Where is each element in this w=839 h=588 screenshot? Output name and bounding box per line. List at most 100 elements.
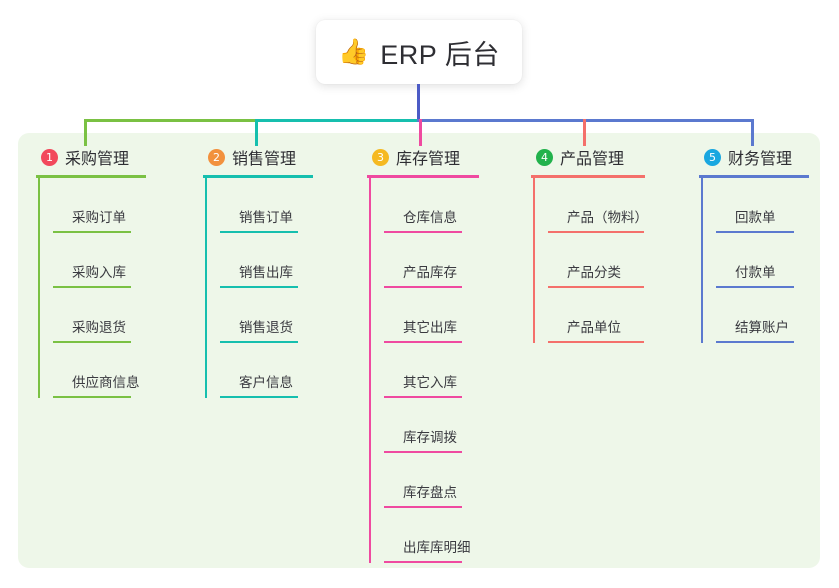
column-spine-1	[38, 178, 40, 398]
column-title-1: 采购管理	[65, 151, 130, 168]
list-item[interactable]: 库存调拨	[384, 398, 517, 453]
column-产品管理: 4 产品管理产品（物料） 产品分类产品单位	[531, 146, 691, 343]
list-item-rule	[384, 506, 462, 508]
column-badge-5: 5	[704, 148, 721, 166]
list-item-label: 库存调拨	[403, 430, 457, 445]
column-items-5: 回款单付款单结算账户	[699, 178, 839, 343]
list-item-rule	[220, 341, 298, 343]
column-items-1: 采购订单采购入库采购退货供应商信息	[36, 178, 186, 398]
root-stem-connector	[417, 84, 420, 122]
column-badge-1: 1	[41, 148, 58, 166]
drop-col-4	[583, 119, 586, 146]
column-spine-4	[533, 178, 535, 343]
segment-green	[84, 119, 257, 122]
list-item-label: 销售出库	[239, 265, 293, 280]
list-item-label: 客户信息	[239, 375, 293, 390]
column-header-rule-2	[203, 175, 313, 178]
list-item[interactable]: 其它出库	[384, 288, 517, 343]
list-item-rule	[384, 451, 462, 453]
column-badge-4: 4	[536, 148, 553, 166]
list-item-label: 付款单	[735, 265, 776, 280]
list-item[interactable]: 销售订单	[220, 178, 353, 233]
list-item[interactable]: 采购订单	[53, 178, 186, 233]
column-header-rule-5	[699, 175, 809, 178]
column-header-4[interactable]: 4 产品管理	[531, 146, 691, 168]
list-item-rule	[548, 231, 644, 233]
list-item-rule	[384, 561, 462, 563]
list-item-rule	[53, 341, 131, 343]
column-销售管理: 2 销售管理销售订单销售出库销售退货客户信息	[203, 146, 353, 398]
root-node-card[interactable]: 👍 ERP 后台	[316, 20, 522, 84]
list-item-label: 采购退货	[72, 320, 126, 335]
list-item-label: 销售订单	[239, 210, 293, 225]
list-item[interactable]: 供应商信息	[53, 343, 186, 398]
drop-col-3	[419, 119, 422, 146]
column-title-2: 销售管理	[232, 151, 297, 168]
column-title-4: 产品管理	[560, 151, 625, 168]
list-item[interactable]: 结算账户	[716, 288, 839, 343]
list-item-rule	[716, 341, 794, 343]
list-item-label: 其它出库	[403, 320, 457, 335]
list-item-rule	[548, 341, 644, 343]
list-item[interactable]: 采购退货	[53, 288, 186, 343]
column-header-rule-1	[36, 175, 146, 178]
column-items-2: 销售订单销售出库销售退货客户信息	[203, 178, 353, 398]
list-item[interactable]: 产品分类	[548, 233, 691, 288]
list-item[interactable]: 客户信息	[220, 343, 353, 398]
list-item[interactable]: 回款单	[716, 178, 839, 233]
drop-col-1	[84, 119, 87, 146]
list-item[interactable]: 其它入库	[384, 343, 517, 398]
list-item-label: 产品分类	[567, 265, 621, 280]
list-item-label: 供应商信息	[72, 375, 140, 390]
list-item[interactable]: 出库库明细	[384, 508, 517, 563]
list-item[interactable]: 产品（物料）	[548, 178, 691, 233]
list-item-rule	[384, 396, 462, 398]
list-item-rule	[220, 396, 298, 398]
list-item[interactable]: 库存盘点	[384, 453, 517, 508]
list-item[interactable]: 产品单位	[548, 288, 691, 343]
list-item-rule	[220, 231, 298, 233]
list-item-rule	[384, 286, 462, 288]
list-item-rule	[548, 286, 644, 288]
list-item-label: 其它入库	[403, 375, 457, 390]
column-title-3: 库存管理	[396, 151, 461, 168]
list-item-label: 库存盘点	[403, 485, 457, 500]
drop-col-2	[255, 119, 258, 146]
column-spine-2	[205, 178, 207, 398]
list-item-rule	[53, 286, 131, 288]
column-badge-2: 2	[208, 148, 225, 166]
list-item-label: 仓库信息	[403, 210, 457, 225]
column-header-1[interactable]: 1 采购管理	[36, 146, 186, 168]
list-item-rule	[716, 231, 794, 233]
drop-col-5	[751, 119, 754, 146]
list-item-label: 采购入库	[72, 265, 126, 280]
list-item-label: 采购订单	[72, 210, 126, 225]
segment-teal	[257, 119, 420, 122]
column-header-2[interactable]: 2 销售管理	[203, 146, 353, 168]
list-item[interactable]: 采购入库	[53, 233, 186, 288]
list-item[interactable]: 销售退货	[220, 288, 353, 343]
list-item-label: 产品（物料）	[567, 210, 648, 225]
list-item[interactable]: 付款单	[716, 233, 839, 288]
list-item[interactable]: 仓库信息	[384, 178, 517, 233]
list-item-label: 产品库存	[403, 265, 457, 280]
list-item[interactable]: 销售出库	[220, 233, 353, 288]
column-采购管理: 1 采购管理采购订单采购入库采购退货供应商信息	[36, 146, 186, 398]
root-node-label: ERP 后台	[380, 39, 500, 70]
diagram-panel	[18, 133, 820, 568]
list-item-rule	[716, 286, 794, 288]
column-items-3: 仓库信息产品库存其它出库其它入库库存调拨库存盘点出库库明细	[367, 178, 517, 563]
list-item-label: 产品单位	[567, 320, 621, 335]
list-item-rule	[384, 231, 462, 233]
list-item-label: 结算账户	[735, 320, 789, 335]
list-item-rule	[53, 396, 131, 398]
column-spine-3	[369, 178, 371, 563]
list-item-rule	[220, 286, 298, 288]
thumbs-up-icon: 👍	[338, 37, 370, 66]
list-item[interactable]: 产品库存	[384, 233, 517, 288]
column-items-4: 产品（物料） 产品分类产品单位	[531, 178, 691, 343]
